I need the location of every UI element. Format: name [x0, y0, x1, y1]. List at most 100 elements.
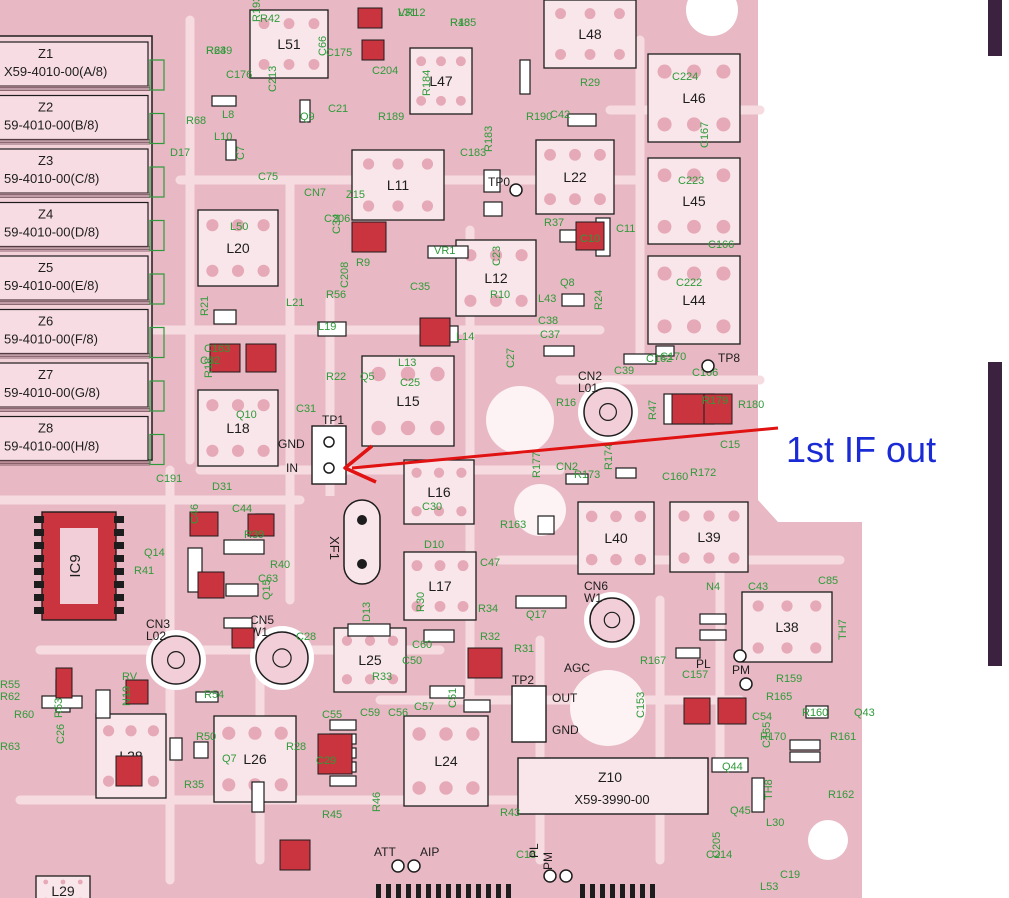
ic9-window: [60, 528, 98, 604]
filter-module-id: Z7: [38, 367, 53, 382]
silk-label-r45: R45: [322, 809, 342, 821]
silk-label-c85: C85: [818, 575, 838, 587]
small-parts: [41, 7, 829, 898]
silk-label-r40: R40: [270, 559, 290, 571]
silk-label-c54: C54: [752, 711, 772, 723]
silk-label-r159: R159: [776, 673, 802, 685]
coil-pad: [716, 266, 731, 281]
passive-part: [615, 467, 637, 479]
connector-sublabel: L02: [146, 629, 166, 643]
silk-label-r46: R46: [371, 792, 383, 812]
coil-pad: [585, 510, 598, 523]
silk-label-c39: C39: [614, 365, 634, 377]
coil-pad: [594, 148, 606, 161]
active-part: [189, 511, 219, 537]
filter-module-part: 59-4010-00(G/8): [4, 385, 100, 400]
silk-label-l19: L19: [318, 321, 336, 333]
coil-pad: [464, 294, 477, 307]
coil-pad: [569, 148, 581, 161]
coil-pad: [810, 642, 822, 654]
coil-pad: [728, 510, 740, 522]
passive-part: [675, 647, 701, 659]
coil-pad: [341, 674, 353, 685]
coil-pad: [362, 200, 375, 212]
header-pin: [406, 884, 411, 898]
coil-pad: [657, 117, 672, 132]
silk-label-r173: R173: [574, 469, 600, 481]
coil-pad: [457, 600, 469, 612]
silk-label-l30: L30: [766, 817, 784, 829]
coil-label: L12: [484, 270, 508, 286]
silk-label-q43: Q43: [854, 707, 875, 719]
filter-module: [0, 362, 149, 408]
coil-pad: [515, 294, 528, 307]
active-part: [115, 755, 143, 787]
active-part: [361, 39, 385, 61]
silk-label-n19: N19: [121, 686, 133, 706]
header-pin: [396, 884, 401, 898]
coil-pad: [416, 95, 427, 106]
coil-pad: [387, 674, 399, 685]
filter-module-id: Z3: [38, 153, 53, 168]
silk-label-vr1: VR1: [434, 245, 455, 257]
silk-label-q8: Q8: [560, 277, 575, 289]
probe-ring: [739, 677, 753, 691]
coil-pad: [610, 553, 622, 566]
connector-center: [272, 648, 292, 668]
silk-label-c75: C75: [258, 171, 278, 183]
ic9-pin: [114, 516, 124, 523]
ic9-pin: [34, 581, 44, 588]
header-pin: [506, 884, 511, 898]
passive-part: [251, 781, 265, 813]
passive-part: [463, 699, 491, 713]
silk-label-n4: N4: [706, 581, 720, 593]
passive-part: [565, 473, 589, 485]
passive-part: [789, 739, 821, 751]
header-pin: [600, 884, 605, 898]
coil-label: L47: [429, 73, 453, 89]
passive-part: [225, 139, 237, 161]
tp1-pin: [323, 436, 335, 448]
coil-label: L45: [682, 193, 706, 209]
silk-label-c46: C46: [189, 504, 201, 524]
connector-sublabel: W1: [584, 591, 602, 605]
silk-label-r172: R172: [690, 467, 716, 479]
silk-label-c29: C29: [316, 755, 336, 767]
silk-label-cn7: CN7: [304, 187, 326, 199]
header-pin: [630, 884, 635, 898]
silk-label-c10: C10: [580, 233, 600, 245]
coil-pad: [457, 560, 469, 572]
coil-pad: [430, 366, 445, 382]
active-part: [209, 343, 241, 373]
test-point-tp2: TP2: [512, 673, 534, 687]
coil-pad: [231, 219, 245, 232]
passive-part: [699, 629, 727, 641]
coil-pad: [594, 193, 606, 206]
passive-part: [567, 113, 597, 127]
filter-side-pad: [149, 219, 165, 252]
silk-label-q5: Q5: [360, 371, 375, 383]
coil-pad: [456, 467, 467, 478]
tp0-ring: [509, 183, 523, 197]
passive-part: [347, 623, 391, 637]
passive-part: [213, 309, 237, 325]
coil-label: L16: [427, 484, 451, 500]
connector-label: CN5: [250, 613, 274, 627]
probe-ring: [407, 859, 421, 873]
component-labels: IC9Z10X59-3990-00XF1TP1TP2TP8TP0GNDINOUT…: [67, 175, 753, 883]
coil-label: L38: [775, 619, 799, 635]
silk-label-c47: C47: [480, 557, 500, 569]
coil-pad: [810, 600, 822, 612]
coil-pad: [436, 95, 446, 106]
silk-label-r22: R22: [326, 371, 346, 383]
ic-label-ic9: IC9: [67, 554, 84, 577]
filter-side-pad: [149, 112, 165, 145]
silk-label-c157: C157: [682, 669, 708, 681]
silk-label-r33: R33: [372, 671, 392, 683]
silk-label-r62: R62: [0, 691, 20, 703]
coil-pad: [555, 8, 566, 20]
coil-pad: [258, 18, 270, 30]
silk-label-r53: R53: [53, 698, 65, 718]
